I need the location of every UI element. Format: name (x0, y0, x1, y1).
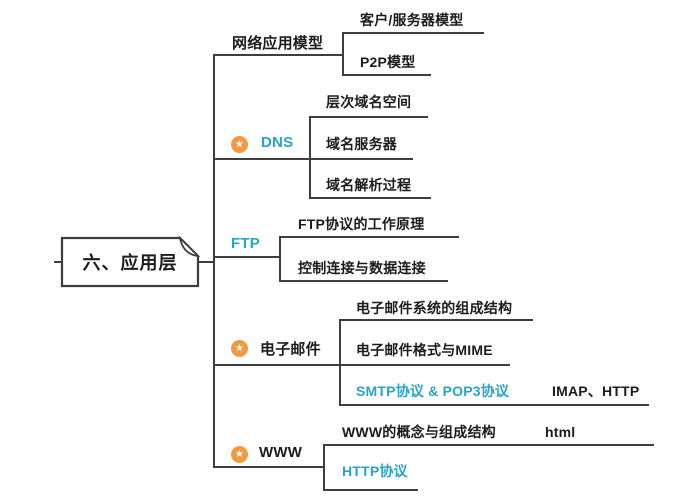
star-icon[interactable]: ★ (231, 136, 248, 153)
branch-dns-child-rail (309, 116, 311, 199)
email-structure-underline (339, 319, 533, 321)
branch-network-model-child-rail (342, 32, 344, 76)
ftp-connections-underline (279, 280, 448, 282)
root-left-tick-line (54, 261, 63, 263)
branch-ftp-label[interactable]: FTP (231, 235, 260, 252)
branch-email-label[interactable]: 电子邮件 (260, 341, 321, 358)
node-domain-name-space[interactable]: 层次域名空间 (326, 94, 412, 110)
smtp-pop3-underline (339, 404, 649, 406)
node-ftp-working-principle[interactable]: FTP协议的工作原理 (298, 216, 425, 232)
client-server-underline (342, 32, 484, 34)
root-node-label[interactable]: 六、应用层 (82, 253, 178, 273)
star-icon[interactable]: ★ (231, 446, 248, 463)
node-p2p-model[interactable]: P2P模型 (360, 54, 416, 70)
branch-network-model-underline (213, 54, 344, 56)
branch-www-child-rail (323, 444, 325, 491)
star-icon[interactable]: ★ (231, 340, 248, 357)
p2p-underline (342, 74, 431, 76)
node-email-format-mime[interactable]: 电子邮件格式与MIME (356, 342, 493, 358)
branch-dns-underline (213, 158, 413, 160)
branch-email-underline (213, 364, 510, 366)
branch-www-underline (213, 466, 325, 468)
branch-ftp-child-rail (279, 236, 281, 282)
branch-dns-label[interactable]: DNS (261, 134, 294, 151)
node-imap-http[interactable]: IMAP、HTTP (552, 383, 640, 399)
node-client-server-model[interactable]: 客户/服务器模型 (360, 12, 464, 28)
branch-email-child-rail (339, 319, 341, 406)
ftp-principle-underline (279, 236, 459, 238)
node-email-system-structure[interactable]: 电子邮件系统的组成结构 (356, 300, 513, 316)
branch-ftp-underline (213, 256, 281, 258)
node-www-concept-structure[interactable]: WWW的概念与组成结构 (342, 424, 496, 440)
node-control-data-connection[interactable]: 控制连接与数据连接 (298, 260, 426, 276)
node-http-protocol[interactable]: HTTP协议 (342, 463, 408, 479)
domain-resolve-underline (309, 197, 431, 199)
node-domain-resolution[interactable]: 域名解析过程 (326, 177, 412, 193)
root-node-shape (60, 235, 201, 288)
root-node[interactable]: 六、应用层 (60, 235, 201, 288)
domain-space-underline (309, 116, 428, 118)
node-html[interactable]: html (545, 424, 576, 440)
branch-www-label[interactable]: WWW (259, 444, 303, 461)
folded-corner-icon (178, 235, 201, 258)
root-connector-line (196, 261, 215, 263)
branch-network-model-label[interactable]: 网络应用模型 (232, 35, 324, 52)
node-domain-name-server[interactable]: 域名服务器 (326, 136, 397, 152)
www-concept-underline (323, 444, 654, 446)
http-underline (323, 489, 418, 491)
node-smtp-pop3[interactable]: SMTP协议 & POP3协议 (356, 383, 510, 399)
